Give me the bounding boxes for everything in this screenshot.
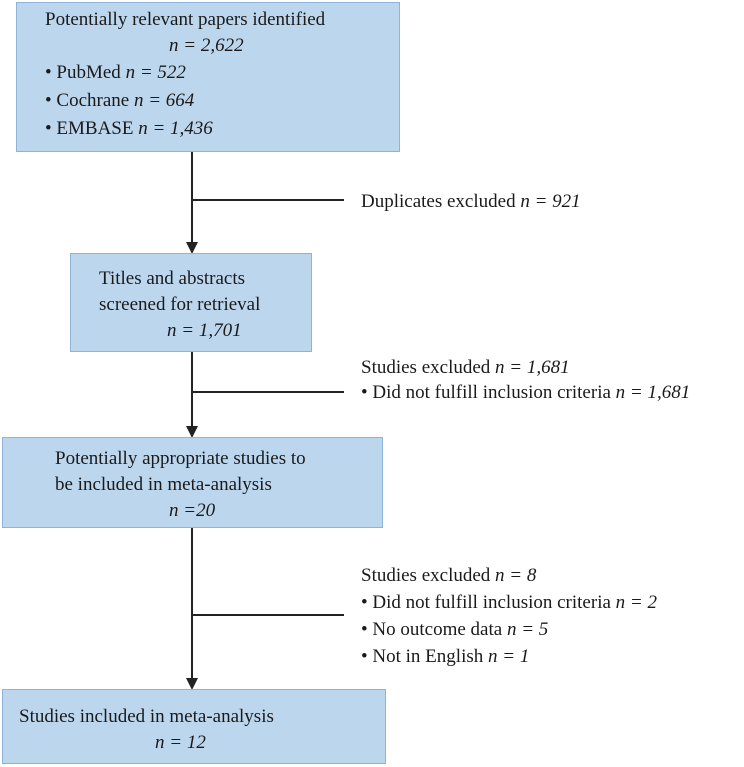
appropriate-total: n =20	[169, 500, 216, 521]
screening-exclusion-reason: • Did not fulfill inclusion criteria n =…	[361, 382, 691, 403]
screened-total: n = 1,701	[167, 320, 242, 341]
duplicates-branch-line	[192, 199, 344, 201]
screened-line1: Titles and abstracts	[99, 268, 246, 289]
identified-total: n = 2,622	[169, 35, 244, 56]
fulltext-exclusion-reason-1: • Did not fulfill inclusion criteria n =…	[361, 592, 657, 613]
screening-exclusion-label: Studies excluded n = 1,681	[361, 357, 570, 378]
identified-title: Potentially relevant papers identified	[45, 9, 326, 30]
arrowhead-1	[186, 242, 198, 254]
arrowhead-3	[186, 678, 198, 690]
appropriate-box: Potentially appropriate studies to be in…	[2, 437, 383, 528]
appropriate-line1: Potentially appropriate studies to	[55, 448, 306, 469]
fulltext-exclusion-reason-2: • No outcome data n = 5	[361, 619, 549, 640]
source-cochrane: • Cochrane n = 664	[45, 90, 195, 111]
source-embase: • EMBASE n = 1,436	[45, 118, 213, 139]
included-box: Studies included in meta-analysis n = 12	[2, 689, 386, 764]
appropriate-line2: be included in meta-analysis	[55, 474, 272, 495]
included-line1: Studies included in meta-analysis	[19, 706, 274, 727]
screening-exclusion-branch-line	[192, 391, 344, 393]
arrowhead-2	[186, 426, 198, 438]
source-pubmed: • PubMed n = 522	[45, 62, 186, 83]
connector-3	[191, 528, 193, 678]
included-total: n = 12	[155, 732, 206, 753]
fulltext-exclusion-branch-line	[192, 614, 344, 616]
connector-2	[191, 352, 193, 426]
fulltext-exclusion-reason-3: • Not in English n = 1	[361, 646, 530, 667]
identified-box: Potentially relevant papers identified n…	[16, 2, 400, 152]
fulltext-exclusion-label: Studies excluded n = 8	[361, 565, 537, 586]
connector-1	[191, 152, 193, 242]
screened-line2: screened for retrieval	[99, 294, 261, 315]
duplicates-excluded-label: Duplicates excluded n = 921	[361, 191, 581, 212]
screened-box: Titles and abstracts screened for retrie…	[70, 253, 312, 352]
